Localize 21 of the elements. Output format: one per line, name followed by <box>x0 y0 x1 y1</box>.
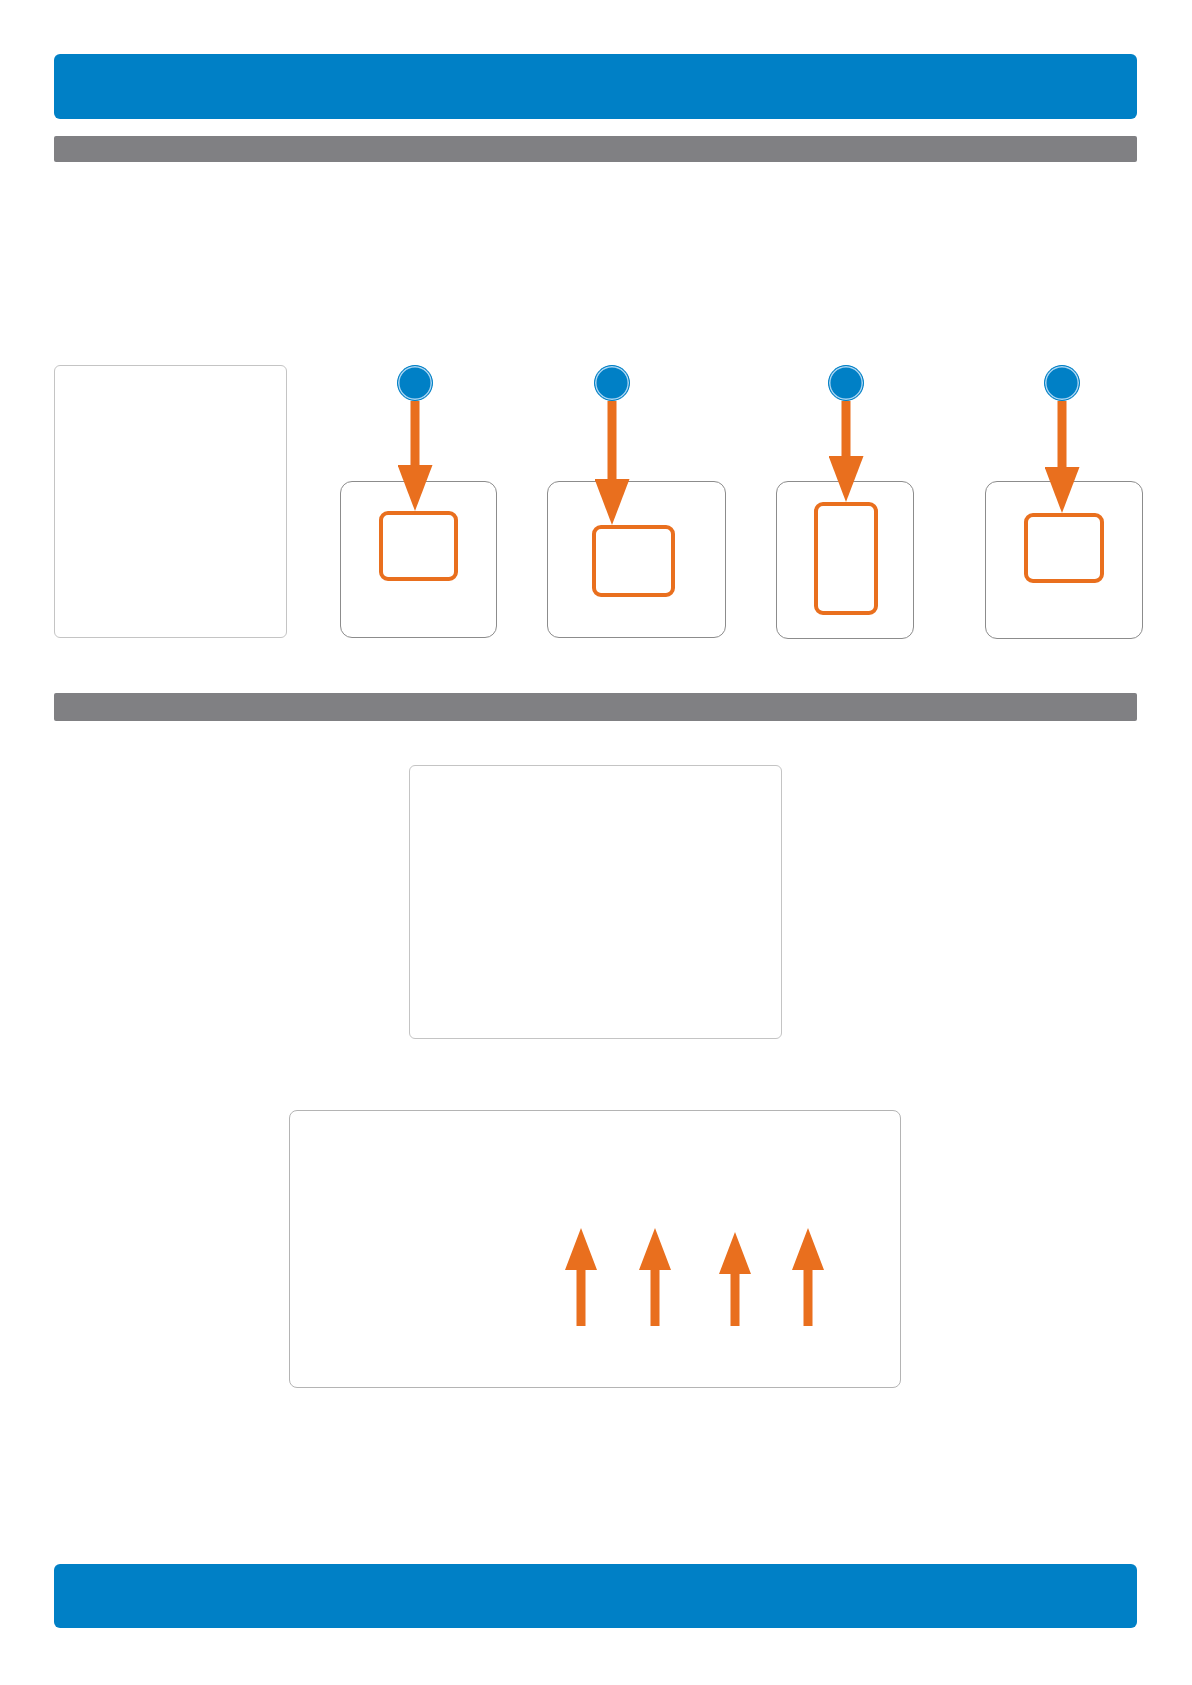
arrow <box>397 401 433 511</box>
arrow <box>594 401 630 525</box>
callout-marker <box>1044 365 1080 401</box>
panel <box>54 365 287 638</box>
panel <box>776 481 914 639</box>
highlight-frame <box>1024 513 1104 583</box>
panel <box>289 1110 901 1388</box>
panel <box>547 481 726 638</box>
panel <box>985 481 1143 639</box>
panel <box>409 765 782 1039</box>
callout-marker <box>828 365 864 401</box>
highlight-frame <box>814 502 878 615</box>
highlight-frame <box>592 525 675 597</box>
arrow <box>1044 401 1080 513</box>
section-bar <box>54 693 1137 721</box>
callout-marker <box>594 365 630 401</box>
highlight-frame <box>379 511 458 581</box>
arrow <box>828 401 864 502</box>
callout-marker <box>397 365 433 401</box>
panel <box>340 481 497 638</box>
section-bar <box>54 136 1137 162</box>
